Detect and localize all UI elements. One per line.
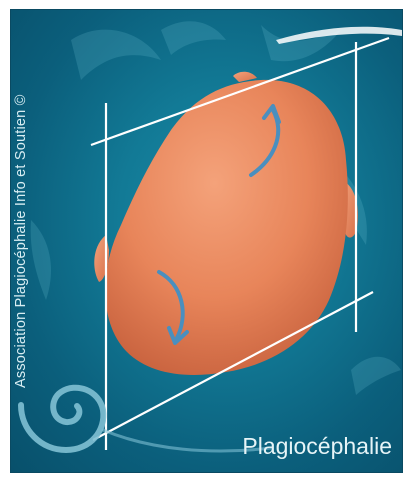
association-credit-text: Association Plagiocéphalie Info et Souti… [13, 18, 29, 388]
head-illustration [105, 80, 348, 375]
top-ear-nub-illustration [233, 72, 257, 82]
poster-title: Plagiocéphalie [242, 433, 392, 460]
poster-artwork [11, 10, 402, 472]
spiral-swirl-icon [21, 388, 271, 451]
plagiocephalie-poster: Association Plagiocéphalie Info et Souti… [10, 9, 403, 473]
